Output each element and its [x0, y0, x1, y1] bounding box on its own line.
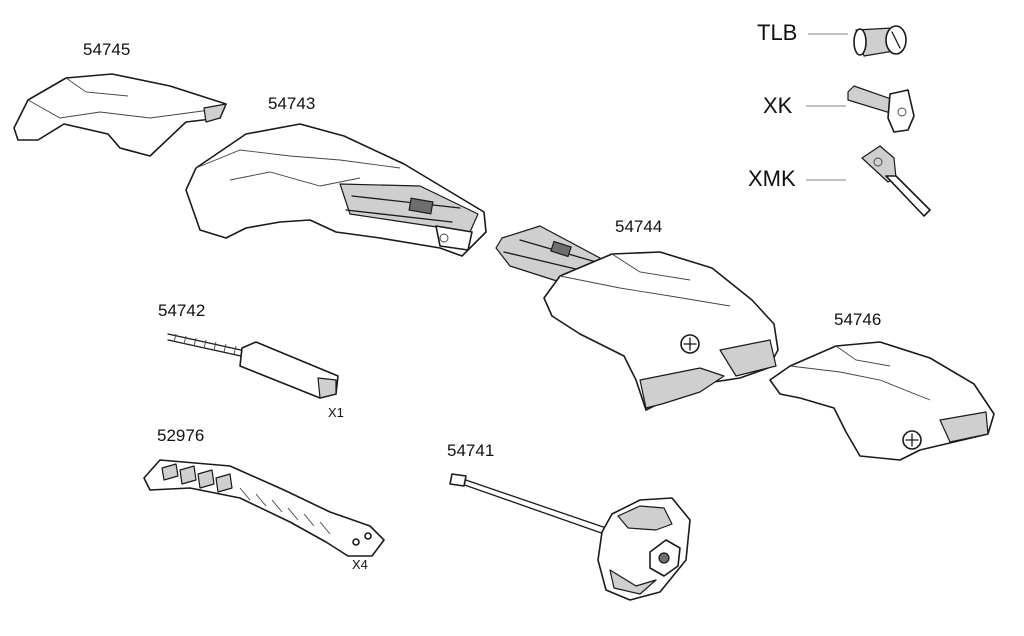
- label-xk: XK: [763, 93, 793, 118]
- foot-54744: [495, 225, 779, 411]
- part-label-54744: 54744: [615, 217, 663, 236]
- qty-label-strap: X4: [352, 557, 368, 572]
- torque-tool-54741: [449, 473, 691, 601]
- label-tlb: TLB: [757, 20, 798, 45]
- qty-label-bolt: X1: [328, 405, 344, 420]
- end-cap-54746: [769, 341, 995, 461]
- lock-cylinder-tlb: [853, 25, 907, 57]
- part-label-54743: 54743: [268, 94, 316, 113]
- part-label-54741: 54741: [447, 441, 495, 460]
- part-label-52976: 52976: [157, 426, 205, 445]
- part-label-54742: 54742: [158, 301, 206, 320]
- foot-54743: [185, 123, 487, 257]
- key-xmk: [861, 145, 931, 217]
- part-label-54746: 54746: [834, 310, 882, 329]
- strap-52976: [143, 459, 385, 557]
- end-cap-54745: [13, 73, 227, 157]
- label-xmk: XMK: [748, 166, 796, 191]
- part-label-54745: 54745: [83, 40, 131, 59]
- key-xk: [847, 85, 915, 133]
- bolt-54742: [167, 333, 339, 399]
